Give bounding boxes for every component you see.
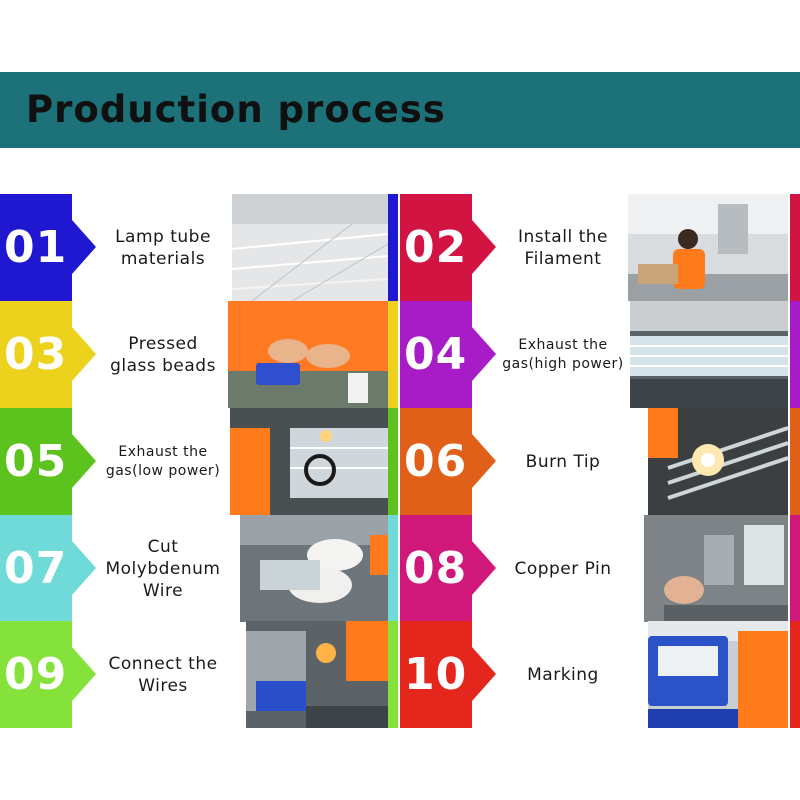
step-number: 03 <box>4 329 68 380</box>
step-label: Connect the Wires <box>108 653 218 696</box>
step-number-block <box>0 515 72 622</box>
step-arrow <box>72 220 96 274</box>
copper-pin-photo <box>644 515 788 622</box>
step-number: 04 <box>404 329 468 380</box>
step-02: 02 Install the Filament <box>400 194 800 301</box>
color-strip <box>388 621 398 728</box>
step-arrow <box>72 647 96 701</box>
step-label: Marking <box>527 664 599 685</box>
step-07: 07 Cut Molybdenum Wire <box>0 515 400 622</box>
step-number-block <box>0 621 72 728</box>
step-10: 10 Marking <box>400 621 800 728</box>
step-number-block <box>400 515 472 622</box>
step-08: 08 Copper Pin <box>400 515 800 622</box>
step-number-block <box>400 194 472 301</box>
glass-tubes-photo <box>232 194 388 301</box>
title-banner: Production process <box>0 72 800 148</box>
burn-tip-photo <box>648 408 788 515</box>
welding-photo <box>246 621 388 728</box>
step-number: 06 <box>404 436 468 487</box>
step-number-block <box>400 621 472 728</box>
step-arrow <box>472 647 496 701</box>
step-number: 10 <box>404 649 468 700</box>
step-number-block <box>0 408 72 515</box>
step-06: 06 Burn Tip <box>400 408 800 515</box>
color-strip <box>388 194 398 301</box>
step-number-block <box>400 408 472 515</box>
marking-machine-photo <box>648 621 788 728</box>
step-number-block <box>0 194 72 301</box>
step-label: Install the Filament <box>518 226 608 269</box>
step-label: Exhaust the gas(high power) <box>502 336 624 372</box>
page-title: Production process <box>26 88 446 131</box>
color-strip <box>790 408 800 515</box>
color-strip <box>790 194 800 301</box>
step-03: 03 Pressed glass beads <box>0 301 400 408</box>
step-number: 02 <box>404 222 468 273</box>
exhaust-machine-photo <box>630 301 788 408</box>
step-arrow <box>472 327 496 381</box>
step-01: 01 Lamp tube materials <box>0 194 400 301</box>
step-number: 05 <box>4 436 68 487</box>
color-strip <box>388 301 398 408</box>
color-strip <box>790 301 800 408</box>
step-arrow <box>72 541 96 595</box>
torch-work-photo <box>230 408 388 515</box>
workshop-photo <box>628 194 788 301</box>
step-label: Exhaust the gas(low power) <box>105 443 221 479</box>
step-09: 09 Connect the Wires <box>0 621 400 728</box>
step-number-block <box>0 301 72 408</box>
step-arrow <box>472 541 496 595</box>
step-04: 04 Exhaust the gas(high power) <box>400 301 800 408</box>
step-number: 01 <box>4 222 68 273</box>
step-arrow <box>472 434 496 488</box>
color-strip <box>790 621 800 728</box>
color-strip <box>388 408 398 515</box>
step-arrow <box>472 220 496 274</box>
step-number-block <box>400 301 472 408</box>
step-label: Pressed glass beads <box>110 333 216 376</box>
color-strip <box>388 515 398 622</box>
step-label: Burn Tip <box>525 451 601 472</box>
step-05: 05 Exhaust the gas(low power) <box>0 408 400 515</box>
glass-beads-photo <box>228 301 388 408</box>
gloved-hands-photo <box>240 515 388 622</box>
step-label: Lamp tube materials <box>115 226 211 269</box>
step-label: Cut Molybdenum Wire <box>105 536 221 601</box>
step-arrow <box>72 327 96 381</box>
step-number: 08 <box>404 543 468 594</box>
step-label: Copper Pin <box>514 558 612 579</box>
step-arrow <box>72 434 96 488</box>
color-strip <box>790 515 800 622</box>
step-number: 07 <box>4 543 68 594</box>
step-number: 09 <box>4 649 68 700</box>
